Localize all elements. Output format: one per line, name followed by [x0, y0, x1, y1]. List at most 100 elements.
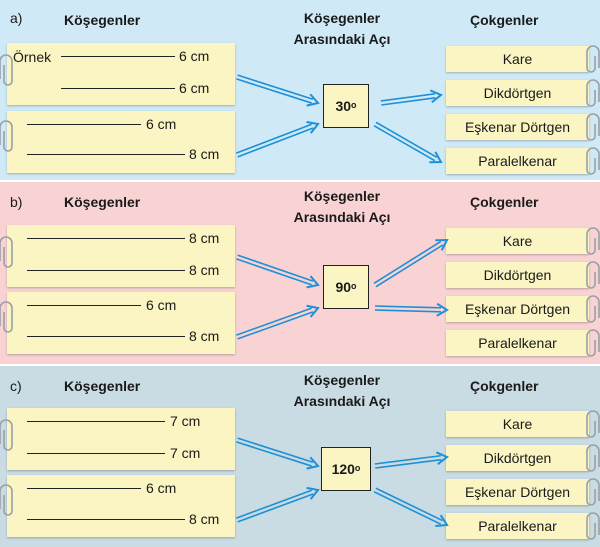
paperclip-icon — [586, 261, 600, 289]
shape-card-dikdortgen[interactable]: Dikdörtgen — [446, 261, 600, 289]
angle-value: 120 — [331, 461, 355, 477]
paperclip-icon — [586, 478, 600, 506]
diagonal-length: 6 cm — [179, 48, 210, 64]
angle-header-line2: Arasındaki Açı — [293, 393, 391, 409]
shape-label: Eşkenar Dörtgen — [464, 119, 571, 135]
shape-card-paralelkenar[interactable]: Paralelkenar — [446, 329, 600, 357]
polygons-header: Çokgenler — [470, 378, 539, 394]
diagonal-length: 7 cm — [170, 445, 201, 461]
paperclip-icon — [0, 301, 13, 333]
paperclip-icon — [586, 227, 600, 255]
paperclip-icon — [586, 295, 600, 323]
shape-label: Dikdörtgen — [483, 267, 552, 283]
diagonal-pair-note-2: 6 cm 8 cm — [0, 111, 235, 173]
diagonal-line — [27, 488, 141, 489]
diagonal-line — [27, 154, 185, 155]
degree-symbol: o — [354, 463, 361, 473]
diagonal-length: 6 cm — [179, 80, 210, 96]
diagonal-length: 8 cm — [189, 328, 220, 344]
diagonal-pair-note-1: 8 cm 8 cm — [0, 225, 235, 287]
diagonal-line — [27, 336, 185, 337]
example-label: Örnek — [13, 49, 52, 65]
section-letter: a) — [10, 10, 23, 26]
shape-card-eskenar-dortgen[interactable]: Eşkenar Dörtgen — [446, 295, 600, 323]
diagonal-line — [27, 453, 165, 454]
shape-label: Paralelkenar — [478, 518, 557, 534]
diagonal-line — [61, 56, 175, 57]
paperclip-icon — [586, 45, 600, 73]
angle-header: Köşegenler Arasındaki Açı — [282, 8, 402, 50]
diagonal-pair-note-2: 6 cm 8 cm — [0, 292, 235, 354]
paperclip-icon — [0, 54, 13, 86]
section-c: c) Köşegenler Köşegenler Arasındaki Açı … — [0, 366, 600, 547]
diagonal-pair-note-1: Örnek 6 cm 6 cm — [0, 43, 235, 105]
angle-value: 90 — [335, 279, 352, 295]
diagonal-length: 8 cm — [189, 146, 220, 162]
paperclip-icon — [586, 329, 600, 357]
shape-card-dikdortgen[interactable]: Dikdörtgen — [446, 79, 600, 107]
diagonal-line — [27, 238, 185, 239]
paperclip-icon — [586, 444, 600, 472]
diagonal-length: 6 cm — [146, 297, 177, 313]
degree-symbol: o — [351, 100, 357, 110]
diagonal-length: 8 cm — [189, 511, 220, 527]
diagonal-line — [27, 305, 141, 306]
diagonal-line — [61, 88, 175, 89]
shape-card-dikdortgen[interactable]: Dikdörtgen — [446, 444, 600, 472]
paperclip-icon — [0, 120, 13, 152]
angle-header: Köşegenler Arasındaki Açı — [282, 370, 402, 412]
angle-header-line1: Köşegenler — [303, 188, 381, 204]
paperclip-icon — [586, 79, 600, 107]
shape-card-paralelkenar[interactable]: Paralelkenar — [446, 147, 600, 175]
angle-header-line2: Arasındaki Açı — [293, 31, 391, 47]
section-a: a) Köşegenler Köşegenler Arasındaki Açı … — [0, 0, 600, 180]
diagonal-length: 7 cm — [170, 413, 201, 429]
diagonal-length: 8 cm — [189, 230, 220, 246]
shape-label: Eşkenar Dörtgen — [464, 484, 571, 500]
diagonal-pair-note-2: 6 cm 8 cm — [0, 475, 235, 537]
section-letter: c) — [10, 378, 22, 394]
angle-header-line1: Köşegenler — [303, 372, 381, 388]
shape-label: Paralelkenar — [478, 153, 557, 169]
degree-symbol: o — [351, 281, 357, 291]
diagonal-line — [27, 270, 185, 271]
paperclip-icon — [586, 147, 600, 175]
paperclip-icon — [0, 236, 13, 268]
paperclip-icon — [586, 410, 600, 438]
shape-card-eskenar-dortgen[interactable]: Eşkenar Dörtgen — [446, 478, 600, 506]
polygons-header: Çokgenler — [470, 12, 539, 28]
diagonal-line — [27, 124, 141, 125]
polygons-header: Çokgenler — [470, 194, 539, 210]
section-b: b) Köşegenler Köşegenler Arasındaki Açı … — [0, 182, 600, 364]
diagonals-header: Köşegenler — [64, 378, 141, 394]
shape-label: Eşkenar Dörtgen — [464, 301, 571, 317]
paperclip-icon — [0, 484, 13, 516]
diagonals-header: Köşegenler — [64, 12, 141, 28]
diagonal-length: 8 cm — [189, 262, 220, 278]
shape-card-kare[interactable]: Kare — [446, 45, 600, 73]
shape-card-kare[interactable]: Kare — [446, 410, 600, 438]
shape-label: Paralelkenar — [478, 335, 557, 351]
shape-card-kare[interactable]: Kare — [446, 227, 600, 255]
shape-label: Kare — [502, 233, 533, 249]
angle-header: Köşegenler Arasındaki Açı — [282, 186, 402, 228]
diagonal-length: 6 cm — [146, 480, 177, 496]
shape-label: Dikdörtgen — [483, 85, 552, 101]
section-letter: b) — [10, 194, 23, 210]
shape-card-eskenar-dortgen[interactable]: Eşkenar Dörtgen — [446, 113, 600, 141]
diagonals-header: Köşegenler — [64, 194, 141, 210]
shape-card-paralelkenar[interactable]: Paralelkenar — [446, 512, 600, 540]
diagonal-line — [27, 519, 185, 520]
paperclip-icon — [0, 419, 13, 451]
shape-label: Kare — [502, 51, 533, 67]
diagonal-length: 6 cm — [146, 116, 177, 132]
shape-label: Dikdörtgen — [483, 450, 552, 466]
diagonal-line — [27, 421, 165, 422]
angle-header-line1: Köşegenler — [303, 10, 381, 26]
shape-label: Kare — [502, 416, 533, 432]
diagonal-pair-note-1: 7 cm 7 cm — [0, 408, 235, 470]
angle-value: 30 — [335, 98, 352, 114]
